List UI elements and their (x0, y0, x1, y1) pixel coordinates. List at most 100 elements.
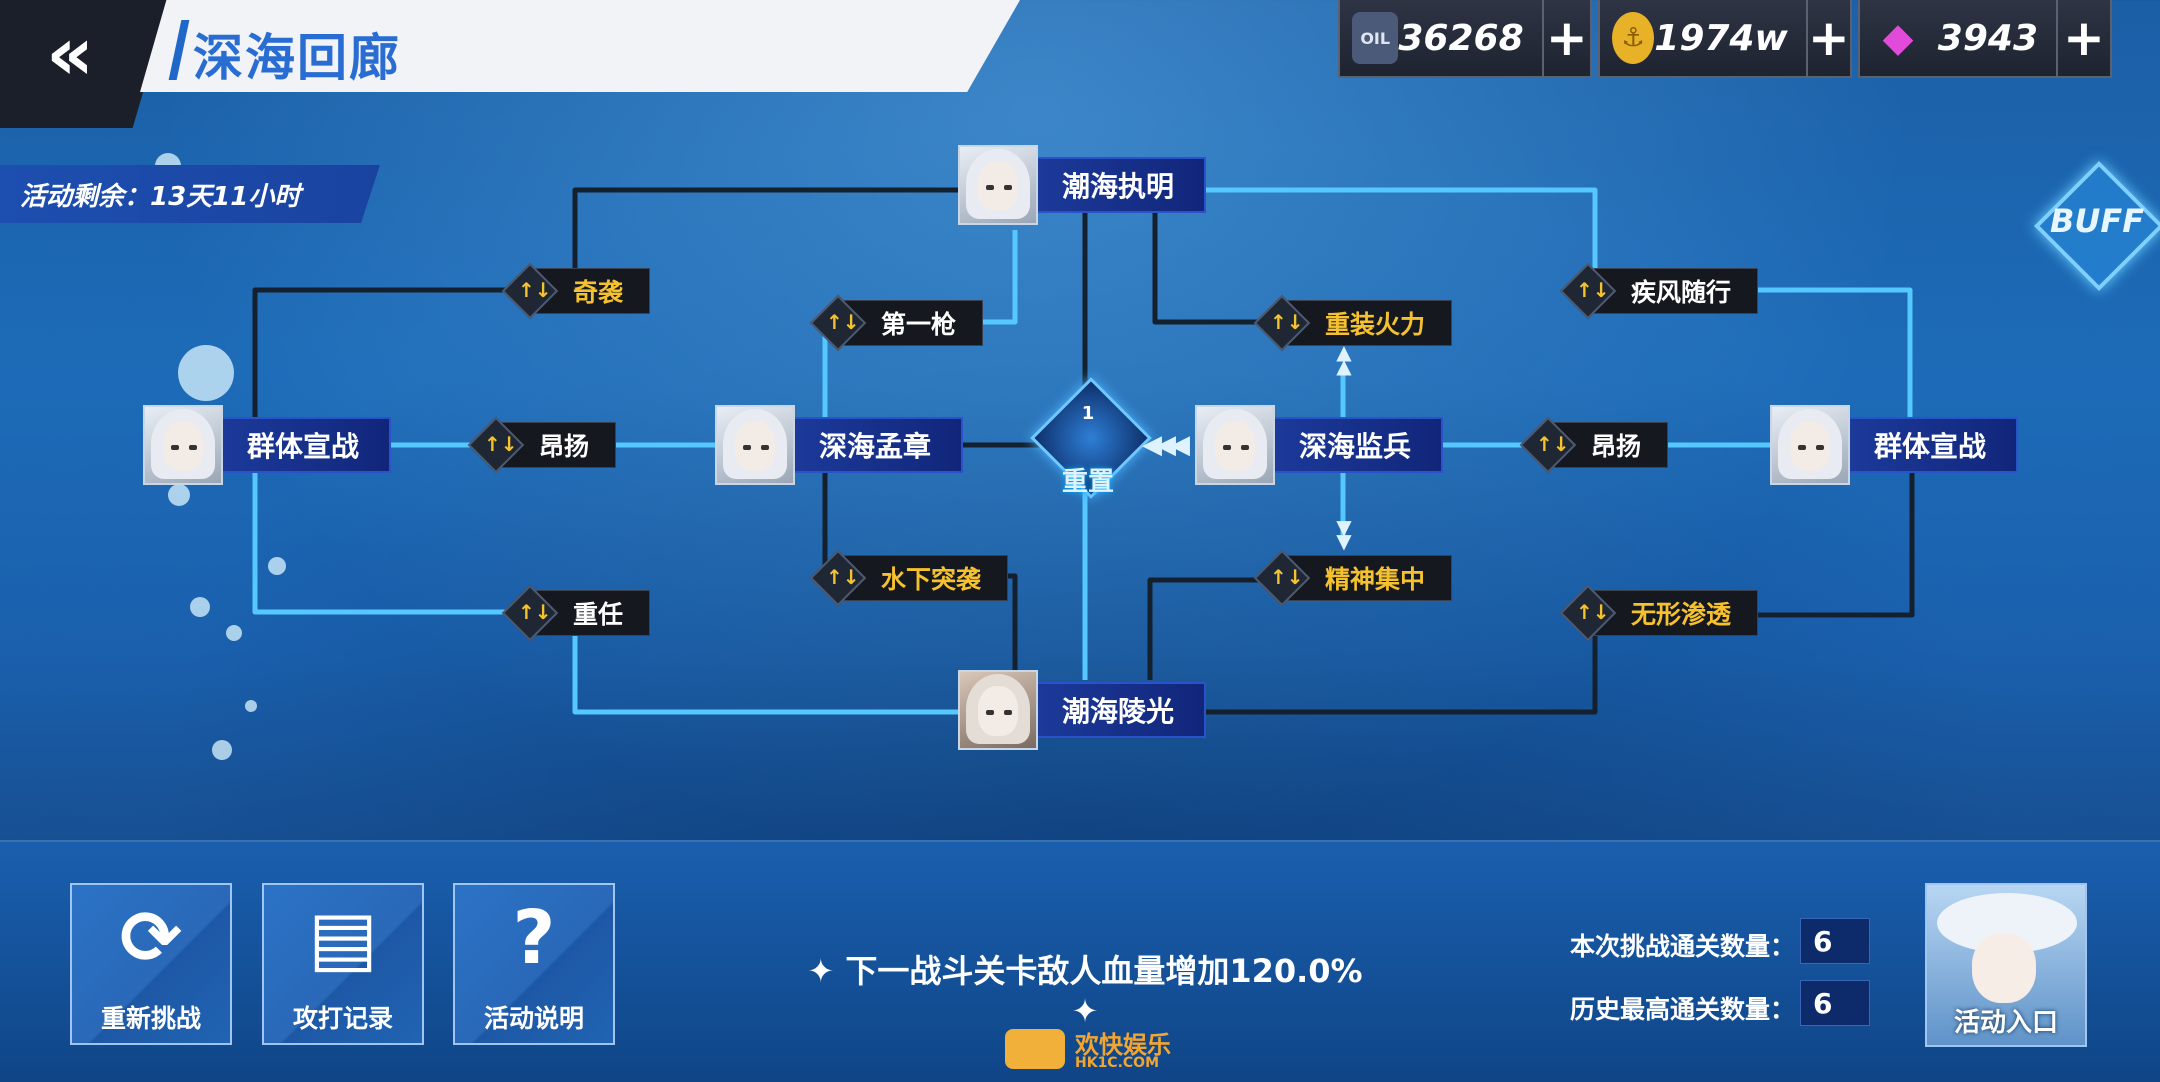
buff-label: BUFF (2050, 202, 2145, 240)
buff-label: 水下突袭 (844, 555, 1009, 601)
current-clear-count-label: 本次挑战通关数量： (1570, 932, 1796, 961)
watermark-text: 欢快娱乐 (1075, 1031, 1171, 1059)
buff-node-angyang-left[interactable]: ↑↓ 昂扬 (467, 416, 617, 474)
buff-label: 精神集中 (1288, 555, 1453, 601)
best-clear-count-label: 历史最高通关数量： (1570, 995, 1796, 1024)
stage-name: 潮海陵光 (1034, 682, 1207, 738)
diamond-value: 3943 (1937, 17, 2038, 59)
character-portrait (958, 670, 1038, 750)
upgrade-arrow-icon: ↑↓ (1576, 278, 1610, 302)
bubble-decoration (190, 597, 210, 617)
watermark-logo: 欢快娱乐 HK1C.COM (1005, 1025, 1175, 1075)
bubble-decoration (168, 484, 190, 506)
upgrade-arrow-icon: ↑↓ (1270, 310, 1304, 334)
portrait-face (978, 161, 1018, 211)
portrait-eye (1241, 445, 1249, 450)
portrait-eye (189, 445, 197, 450)
direction-arrow-up-icon: ▲▲ (1336, 340, 1352, 378)
direction-arrow-down-icon: ▼▼ (1336, 515, 1352, 553)
event-help-label: 活动说明 (483, 1004, 584, 1033)
reset-button[interactable]: 1 重置 (1030, 377, 1152, 499)
upgrade-arrow-icon: ↑↓ (1536, 432, 1570, 456)
buff-node-zhongzhuang[interactable]: ↑↓ 重装火力 (1253, 294, 1453, 352)
portrait-eye (986, 185, 994, 190)
event-remaining-time: 活动剩余：13天11小时 (0, 165, 380, 223)
buff-node-qixi[interactable]: ↑↓ 奇袭 (501, 262, 651, 320)
buff-label: 奇袭 (536, 268, 651, 314)
stage-node-right[interactable]: 群体宣战 (1770, 405, 2019, 485)
retry-challenge-label: 重新挑战 (100, 1004, 201, 1033)
portrait-eye (1816, 445, 1824, 450)
character-portrait (143, 405, 223, 485)
portrait-eye (743, 445, 751, 450)
buff-node-shuixia[interactable]: ↑↓ 水下突袭 (809, 549, 1009, 607)
current-clear-count-value: 6 (1800, 918, 1870, 964)
portrait-face (978, 686, 1018, 736)
add-gold-button[interactable]: + (1805, 0, 1850, 76)
best-clear-count-value: 6 (1800, 980, 1870, 1026)
buff-node-jifeng[interactable]: ↑↓ 疾风随行 (1559, 262, 1759, 320)
retry-challenge-button[interactable]: ⟳ 重新挑战 (70, 883, 232, 1045)
portrait-face (1215, 421, 1255, 471)
reset-label: 重置 (1061, 467, 1114, 497)
character-portrait (958, 145, 1038, 225)
diamond-gem-icon: ◆ (1882, 15, 1914, 61)
reset-count: 1 (1081, 403, 1095, 424)
oil-barrel-icon: OIL (1352, 12, 1399, 64)
buff-label: 重装火力 (1288, 300, 1453, 346)
stage-node-mid-right[interactable]: 深海监兵 (1195, 405, 1444, 485)
stage-node-top[interactable]: 潮海执明 (958, 145, 1207, 225)
gold-value: 1974w (1654, 17, 1788, 59)
stage-node-left[interactable]: 群体宣战 (143, 405, 392, 485)
stage-name: 群体宣战 (219, 417, 392, 473)
portrait-eye (1004, 710, 1012, 715)
title-banner (140, 0, 1020, 92)
bubble-decoration (212, 740, 232, 760)
buff-node-jingshen[interactable]: ↑↓ 精神集中 (1253, 549, 1453, 607)
bubble-decoration (226, 625, 242, 641)
character-face (1972, 933, 2036, 1003)
buff-label: 第一枪 (844, 300, 984, 346)
upgrade-arrow-icon: ↑↓ (518, 278, 552, 302)
resource-gold: ⚓ 1974w + (1598, 0, 1852, 78)
add-oil-button[interactable]: + (1541, 0, 1590, 76)
refresh-icon: ⟳ (119, 895, 182, 981)
upgrade-arrow-icon: ↑↓ (518, 600, 552, 624)
portrait-eye (1798, 445, 1806, 450)
next-battle-warning: ✦ 下一战斗关卡敌人血量增加120.0% ✦ (807, 952, 1363, 1030)
double-chevron-left-icon: « (46, 11, 94, 97)
buff-label: 无形渗透 (1594, 590, 1759, 636)
bubble-decoration (268, 557, 286, 575)
upgrade-arrow-icon: ↑↓ (826, 310, 860, 334)
buff-node-angyang-right[interactable]: ↑↓ 昂扬 (1519, 416, 1669, 474)
buff-node-zhongren[interactable]: ↑↓ 重任 (501, 584, 651, 642)
event-help-button[interactable]: ? 活动说明 (453, 883, 615, 1045)
direction-arrow-left-icon: ◀◀◀ (1142, 430, 1190, 460)
stage-node-mid-left[interactable]: 深海孟章 (715, 405, 964, 485)
upgrade-arrow-icon: ↑↓ (826, 565, 860, 589)
stage-name: 群体宣战 (1846, 417, 2019, 473)
character-portrait (715, 405, 795, 485)
record-icon: ▤ (308, 895, 378, 981)
watermark-url: HK1C.COM (1075, 1055, 1160, 1071)
stage-name: 潮海执明 (1034, 157, 1207, 213)
stage-name: 深海监兵 (1271, 417, 1444, 473)
watermark-hand-icon (1005, 1029, 1065, 1069)
stage-name: 深海孟章 (791, 417, 964, 473)
character-portrait (1195, 405, 1275, 485)
event-entry-label: 活动入口 (1953, 1008, 2058, 1038)
buff-node-wuxing[interactable]: ↑↓ 无形渗透 (1559, 584, 1759, 642)
buff-node-diyiqiang[interactable]: ↑↓ 第一枪 (809, 294, 984, 352)
battle-record-label: 攻打记录 (292, 1004, 393, 1033)
title-stripe (168, 20, 190, 80)
portrait-face (735, 421, 775, 471)
portrait-eye (761, 445, 769, 450)
character-portrait (1770, 405, 1850, 485)
portrait-face (163, 421, 203, 471)
stage-node-bottom[interactable]: 潮海陵光 (958, 670, 1207, 750)
event-entry-button[interactable]: 活动入口 (1925, 883, 2087, 1047)
upgrade-arrow-icon: ↑↓ (1270, 565, 1304, 589)
battle-record-button[interactable]: ▤ 攻打记录 (262, 883, 424, 1045)
portrait-eye (171, 445, 179, 450)
add-diamond-button[interactable]: + (2056, 0, 2110, 76)
